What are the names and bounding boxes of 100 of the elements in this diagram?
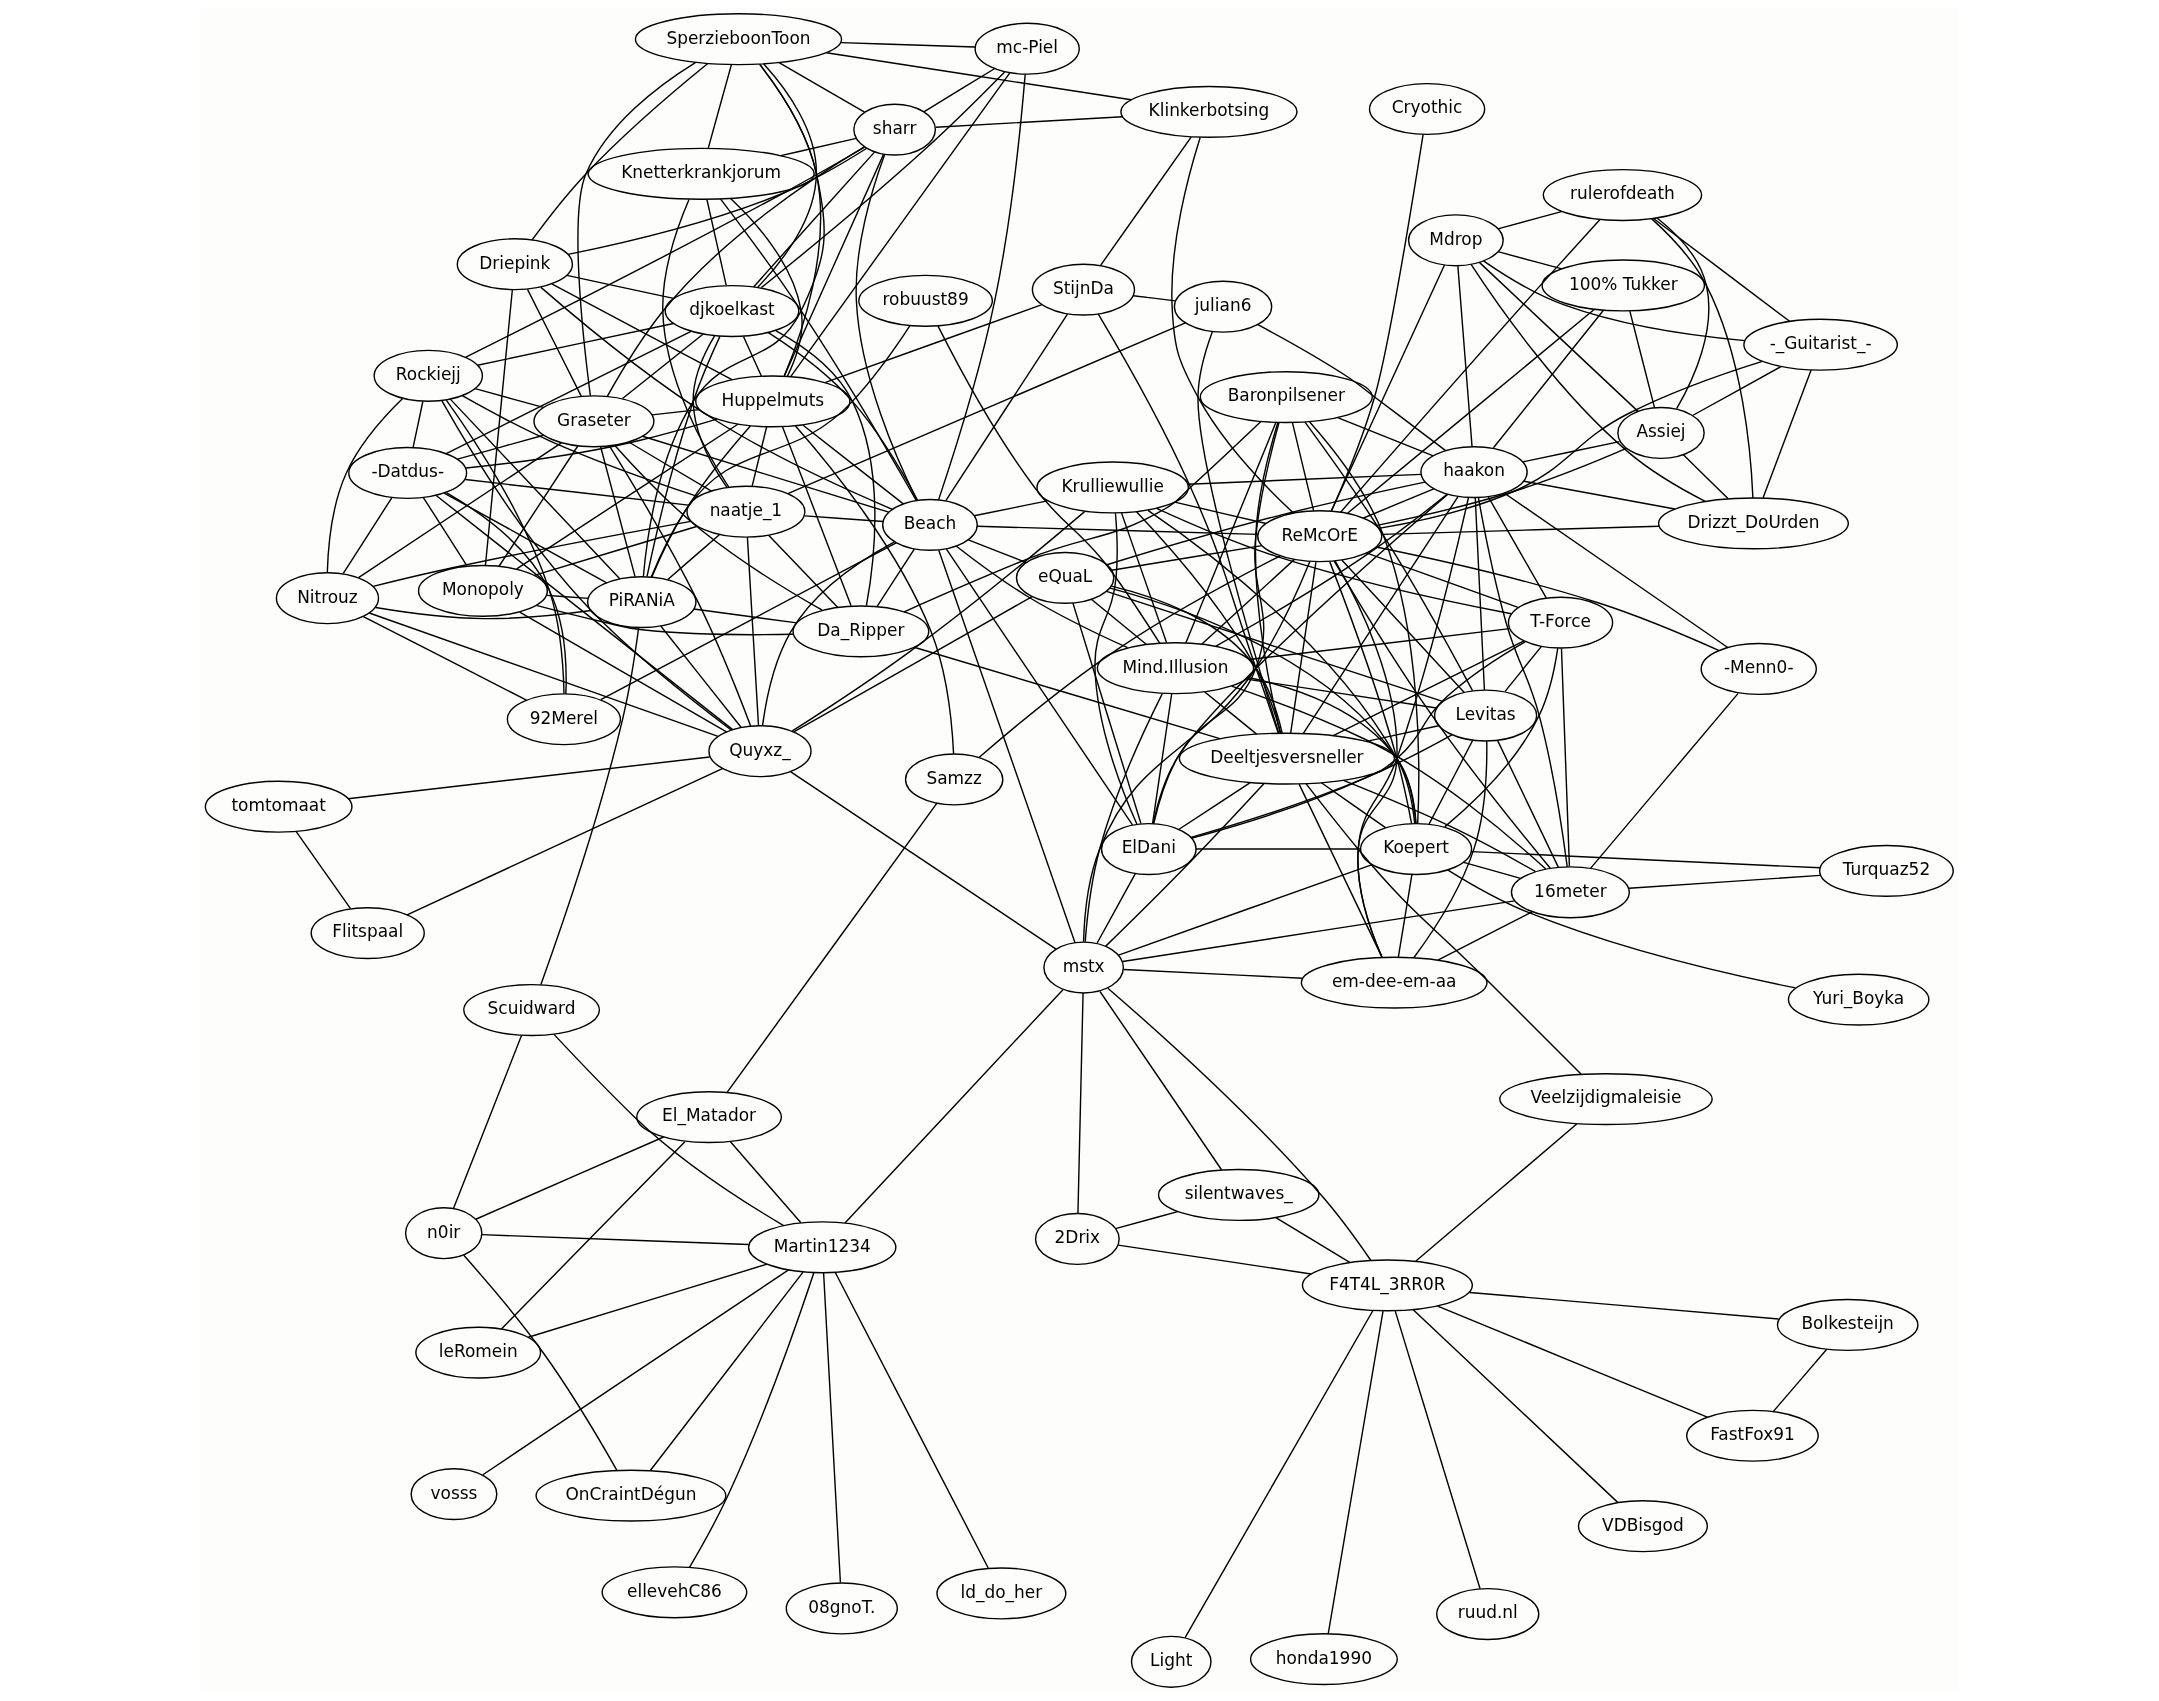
connector: [621, 333, 704, 400]
connector: [362, 615, 528, 701]
node-ellipse: Baronpilsener: [1199, 370, 1373, 424]
connector: [967, 539, 1027, 564]
connector: [793, 595, 1033, 733]
connector: [707, 63, 733, 149]
connector: [608, 445, 752, 727]
node-ellipse: Krulliewullie: [1036, 461, 1190, 514]
connector: [1497, 210, 1563, 230]
node-ellipse: Martin1234: [747, 1221, 897, 1274]
connector: [551, 283, 733, 381]
connector: [1342, 779, 1537, 873]
connector: [876, 548, 915, 608]
connector: [1099, 136, 1192, 266]
connector: [1365, 552, 1519, 609]
node-ellipse: Da_Ripper: [792, 605, 930, 658]
connector: [456, 434, 545, 460]
connector: [1651, 218, 1754, 499]
connector: [540, 627, 640, 986]
connector: [1132, 295, 1177, 302]
connector: [913, 646, 1221, 740]
connector: [1339, 218, 1601, 513]
connector: [1470, 263, 1706, 503]
connector: [1375, 447, 1628, 527]
connector: [719, 198, 917, 501]
connector: [824, 303, 1043, 384]
connector: [761, 541, 896, 727]
connector: [1492, 309, 1605, 449]
connector: [463, 1254, 618, 1471]
connector: [692, 335, 728, 489]
connector: [923, 68, 996, 113]
connector: [973, 500, 1049, 517]
connector: [781, 426, 852, 607]
connector: [1152, 493, 1449, 825]
connector: [802, 424, 905, 505]
connector: [1110, 544, 1263, 571]
connector: [937, 325, 1161, 644]
connector: [729, 197, 803, 377]
connector: [1247, 676, 1417, 825]
connector: [1107, 987, 1372, 1261]
connector: [1365, 725, 1440, 743]
node-ellipse: -Datdus-: [348, 446, 468, 500]
node-ellipse: Assiej: [1617, 406, 1705, 460]
connector: [1147, 509, 1416, 825]
connector: [516, 423, 739, 570]
connector: [1692, 365, 1782, 416]
connector: [649, 1271, 804, 1472]
connector: [1470, 850, 1821, 869]
connector: [553, 1033, 785, 1227]
connector: [412, 400, 424, 449]
connector: [1428, 739, 1474, 825]
node-ellipse: sharr: [853, 103, 937, 156]
connector: [368, 612, 719, 738]
connector: [1482, 260, 1746, 342]
connector: [651, 408, 701, 416]
connector: [406, 767, 724, 916]
connector: [1394, 1310, 1481, 1590]
connector: [1305, 783, 1582, 1075]
connector: [1523, 480, 1676, 510]
connector: [481, 1233, 750, 1246]
connector: [706, 198, 727, 286]
connector: [1153, 421, 1280, 825]
connector: [660, 625, 742, 728]
node-ellipse: -Menn0-: [1700, 642, 1817, 696]
node-ellipse: eQuaL: [1015, 551, 1115, 604]
node-ellipse: Scuidward: [463, 983, 601, 1037]
connector: [1629, 310, 1656, 409]
node-ellipse: honda1990: [1249, 1633, 1398, 1686]
connector: [1151, 693, 1173, 825]
connector: [1304, 421, 1474, 692]
connector: [1187, 473, 1422, 485]
connector: [613, 444, 823, 611]
connector: [1468, 1291, 1780, 1320]
connector: [688, 1272, 815, 1569]
connector: [1444, 647, 1559, 828]
connector: [474, 387, 545, 409]
node-ellipse: Graseter: [533, 395, 655, 448]
node-ellipse: rulerofdeath: [1542, 168, 1703, 222]
node-ellipse: julian6: [1173, 280, 1273, 333]
connector: [937, 73, 1026, 501]
connector: [1094, 512, 1138, 825]
connector: [1415, 1123, 1578, 1262]
connector: [342, 496, 393, 575]
connector: [1682, 454, 1729, 500]
node-ellipse: Klinkerbotsing: [1120, 85, 1298, 138]
node-ellipse: FastFox91: [1686, 1409, 1819, 1462]
connector: [1289, 561, 1317, 734]
connector: [978, 555, 1282, 758]
connector: [1497, 250, 1563, 270]
node-ellipse: 2Drix: [1034, 1212, 1120, 1266]
connector: [790, 72, 1011, 378]
connector: [1412, 1308, 1619, 1504]
connector: [445, 491, 567, 695]
connector: [903, 420, 1262, 613]
connector: [1096, 872, 1137, 944]
node-ellipse: haakon: [1420, 446, 1528, 499]
connector: [1327, 1310, 1384, 1635]
connector: [662, 198, 730, 488]
connector: [482, 1269, 789, 1476]
connector: [435, 494, 734, 731]
